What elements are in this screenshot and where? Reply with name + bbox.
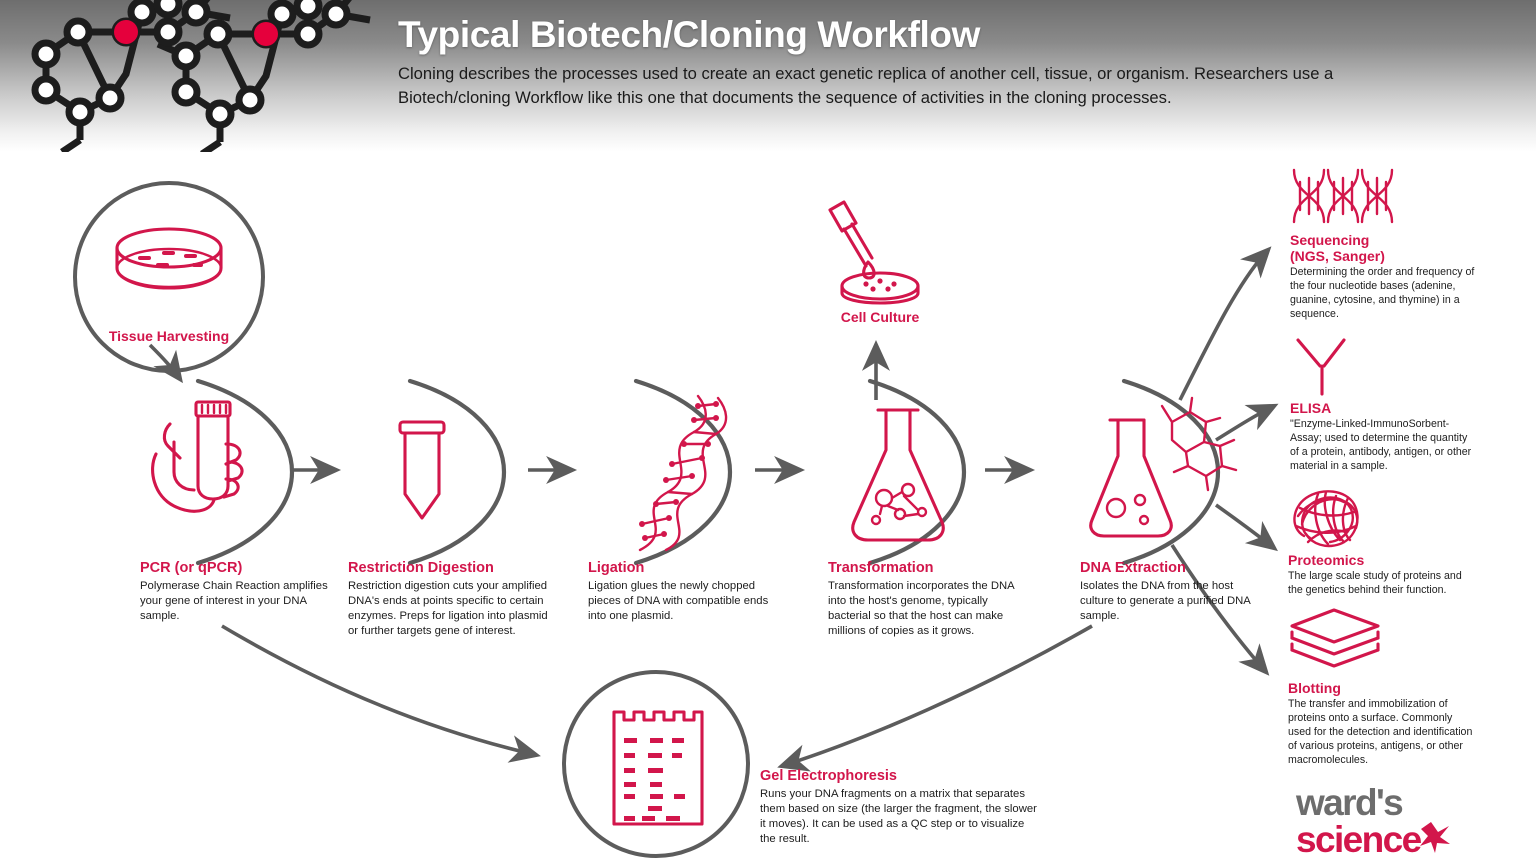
dna-strand-icon bbox=[638, 394, 728, 552]
node-transformation[interactable] bbox=[824, 378, 1004, 566]
branch-elisa[interactable]: ELISA "Enzyme-Linked-ImmunoSorbent-Assay… bbox=[1290, 336, 1476, 474]
sequencing-title-line1: Sequencing bbox=[1290, 232, 1370, 248]
gel-title: Gel Electrophoresis bbox=[760, 768, 897, 784]
blotting-title: Blotting bbox=[1288, 680, 1341, 696]
transformation-text: Transformation Transformation incorporat… bbox=[828, 560, 1018, 639]
antibody-icon bbox=[1296, 338, 1346, 396]
digestion-title: Restriction Digestion bbox=[348, 560, 494, 576]
node-dna-extraction[interactable] bbox=[1076, 378, 1266, 566]
arrow-extraction-to-blotting bbox=[1170, 544, 1270, 676]
ligation-title: Ligation bbox=[588, 560, 645, 576]
arrow-extraction-to-elisa bbox=[1215, 403, 1279, 442]
cell-culture-label: Cell Culture bbox=[840, 309, 920, 325]
blotting-desc: The transfer and immobilization of prote… bbox=[1288, 698, 1473, 767]
gel-plate-icon bbox=[612, 710, 704, 826]
node-tissue-harvesting[interactable]: Tissue Harvesting bbox=[72, 180, 266, 373]
extraction-arc bbox=[1121, 378, 1221, 566]
arrow-extraction-to-proteomics bbox=[1214, 503, 1278, 552]
pcr-title: PCR (or qPCR) bbox=[140, 560, 243, 576]
pcr-text: PCR (or qPCR) Polymerase Chain Reaction … bbox=[140, 560, 330, 624]
extraction-desc: Isolates the DNA from the host culture t… bbox=[1080, 579, 1251, 622]
flask-bacteria-icon bbox=[851, 408, 945, 542]
pipette-petri-dish-icon bbox=[828, 200, 920, 305]
proteomics-title: Proteomics bbox=[1288, 552, 1365, 568]
transformation-title: Transformation bbox=[828, 560, 934, 576]
petri-dish-icon bbox=[115, 227, 223, 290]
dna-molecule-decoration bbox=[18, 0, 378, 152]
pcr-arc bbox=[195, 378, 295, 566]
node-gel-electrophoresis[interactable] bbox=[560, 668, 752, 860]
header-text-block: Typical Biotech/Cloning Workflow Cloning… bbox=[398, 14, 1408, 110]
header-banner: Typical Biotech/Cloning Workflow Cloning… bbox=[0, 0, 1536, 152]
brand-logo[interactable]: ward's science bbox=[1296, 782, 1452, 860]
branch-blotting[interactable]: Blotting The transfer and immobilization… bbox=[1288, 608, 1474, 768]
pcr-desc: Polymerase Chain Reaction amplifies your… bbox=[140, 579, 328, 622]
tissue-harvesting-ring bbox=[73, 181, 265, 373]
gel-text: Gel Electrophoresis Runs your DNA fragme… bbox=[760, 768, 1040, 847]
node-cell-culture[interactable]: Cell Culture bbox=[806, 198, 954, 325]
stacked-membranes-icon bbox=[1290, 608, 1380, 668]
dna-helix-icon bbox=[1292, 168, 1394, 224]
ligation-desc: Ligation glues the newly chopped pieces … bbox=[588, 579, 769, 622]
hand-holding-tube-icon bbox=[151, 400, 244, 513]
sequencing-title-line2: (NGS, Sanger) bbox=[1290, 248, 1385, 265]
gel-desc: Runs your DNA fragments on a matrix that… bbox=[760, 787, 1037, 845]
arrow-tissue-to-pcr bbox=[148, 343, 183, 384]
page-title: Typical Biotech/Cloning Workflow bbox=[398, 14, 980, 55]
digestion-desc: Restriction digestion cuts your amplifie… bbox=[348, 579, 548, 637]
ligation-arc bbox=[633, 378, 733, 566]
node-restriction-digestion[interactable] bbox=[378, 378, 538, 566]
protein-tangle-icon bbox=[1293, 490, 1359, 548]
digestion-text: Restriction Digestion Restriction digest… bbox=[348, 560, 548, 639]
extraction-text: DNA Extraction Isolates the DNA from the… bbox=[1080, 560, 1266, 624]
extraction-title: DNA Extraction bbox=[1080, 560, 1186, 576]
arrow-extraction-to-gel bbox=[777, 624, 1093, 772]
elisa-desc: "Enzyme-Linked-ImmunoSorbent-Assay; used… bbox=[1290, 418, 1472, 473]
branch-sequencing[interactable]: Sequencing (NGS, Sanger) Determining the… bbox=[1290, 166, 1476, 322]
proteomics-desc: The large scale study of proteins and th… bbox=[1288, 570, 1462, 597]
node-ligation[interactable] bbox=[600, 378, 770, 566]
branch-proteomics[interactable]: Proteomics The large scale study of prot… bbox=[1288, 488, 1474, 598]
page-subtitle: Cloning describes the processes used to … bbox=[398, 64, 1334, 107]
microcentrifuge-tube-icon bbox=[398, 420, 446, 520]
transformation-desc: Transformation incorporates the DNA into… bbox=[828, 579, 1015, 637]
gel-ring bbox=[562, 670, 750, 858]
arrow-pcr-to-gel bbox=[221, 624, 541, 763]
arrow-extraction-to-sequencing bbox=[1178, 246, 1272, 401]
plus-star-icon bbox=[1419, 822, 1450, 854]
tissue-harvesting-label: Tissue Harvesting bbox=[108, 328, 230, 344]
sequencing-desc: Determining the order and frequency of t… bbox=[1290, 266, 1475, 321]
elisa-title: ELISA bbox=[1290, 400, 1332, 416]
logo-science-text: science bbox=[1296, 819, 1422, 860]
logo-ward-text: ward's bbox=[1296, 782, 1404, 823]
node-pcr[interactable] bbox=[140, 378, 300, 566]
ligation-text: Ligation Ligation glues the newly choppe… bbox=[588, 560, 778, 624]
flask-molecule-icon bbox=[1089, 396, 1238, 538]
digestion-arc bbox=[407, 378, 507, 566]
transformation-arc bbox=[867, 378, 967, 566]
